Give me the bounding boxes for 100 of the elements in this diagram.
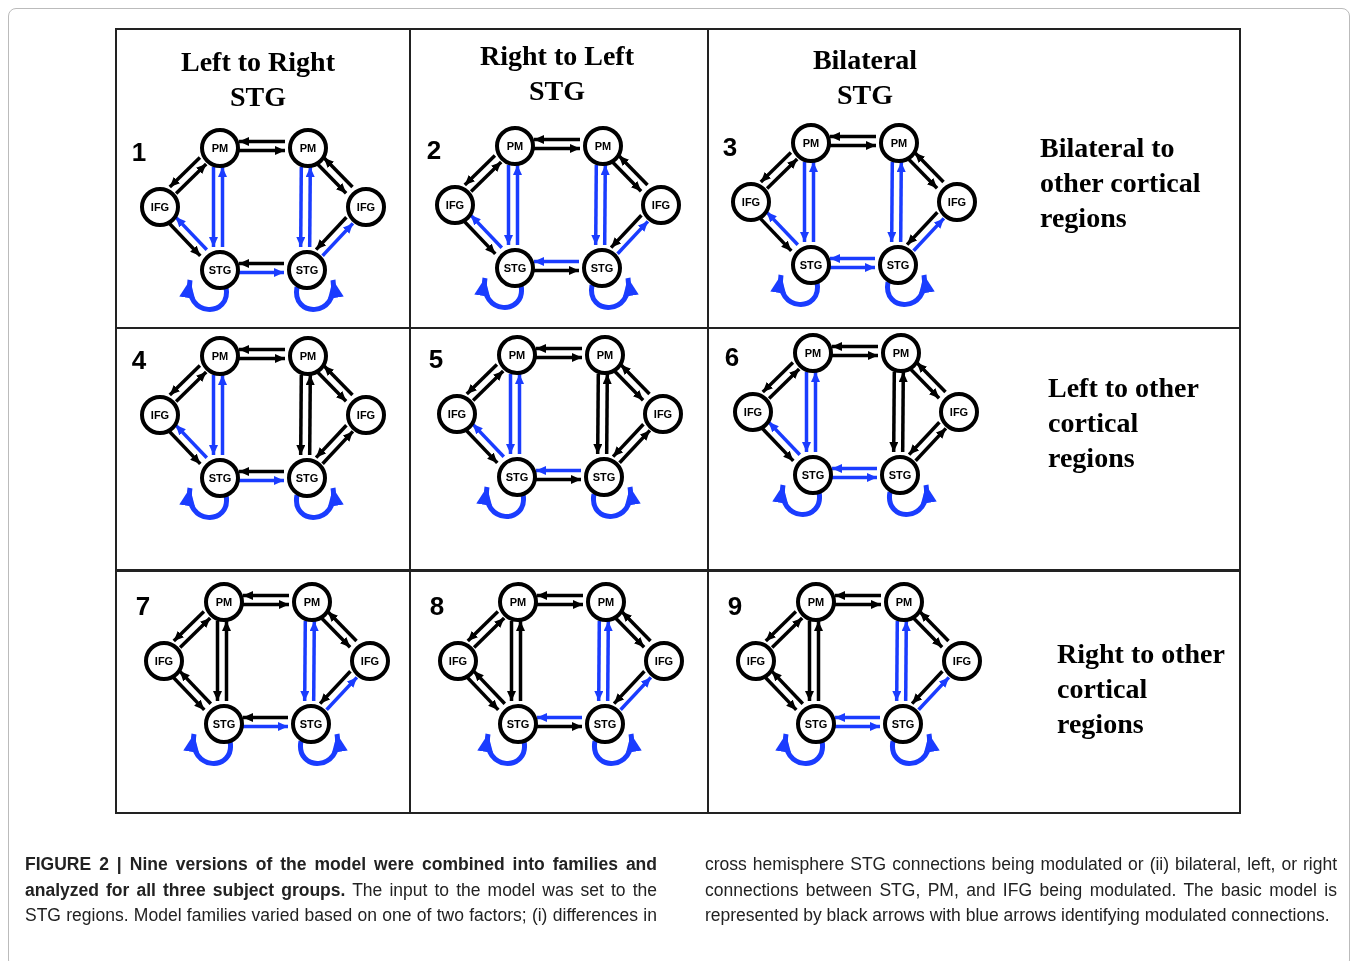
column-header: Left to Right STG <box>180 45 336 114</box>
arrow <box>321 222 355 257</box>
arrow <box>830 141 876 150</box>
arrow <box>905 211 939 246</box>
arrow <box>830 132 876 141</box>
table-cell <box>707 28 1241 329</box>
arrow <box>758 217 793 253</box>
region-circle: STG <box>584 457 624 497</box>
region-circle: STG <box>582 248 622 288</box>
panel-number: 4 <box>131 347 147 373</box>
arrow <box>770 616 804 649</box>
arrow <box>613 369 645 402</box>
arrow <box>321 430 355 465</box>
arrow <box>536 353 582 362</box>
arrow <box>765 210 800 246</box>
region-circle: PM <box>583 126 623 166</box>
loop-arrow <box>885 274 933 307</box>
arrow <box>537 713 582 722</box>
region-circle: PM <box>497 335 537 375</box>
arrow <box>912 616 944 649</box>
loop-arrow <box>774 484 822 517</box>
region-circle: PM <box>200 336 240 376</box>
loop-arrow <box>887 484 935 517</box>
arrow <box>469 213 504 249</box>
arrow <box>811 372 820 452</box>
panel-number: 1 <box>131 139 147 165</box>
loop-arrow <box>476 277 524 310</box>
arrow <box>889 372 899 452</box>
arrow <box>465 676 500 712</box>
panel-number: 6 <box>724 344 740 370</box>
region-circle: STG <box>793 455 833 495</box>
arrow <box>918 610 950 643</box>
region-circle: STG <box>495 248 535 288</box>
region-circle: IFG <box>733 392 773 432</box>
panel-number: 7 <box>135 593 151 619</box>
arrow <box>536 466 581 475</box>
arrow <box>243 713 288 722</box>
arrow <box>537 722 582 731</box>
panel-number: 5 <box>428 346 444 372</box>
arrow <box>767 367 801 400</box>
arrow <box>322 156 354 189</box>
arrow <box>594 621 604 701</box>
arrow <box>619 676 653 711</box>
arrow <box>602 374 612 454</box>
region-circle: STG <box>878 245 918 285</box>
table-cell <box>707 569 1241 814</box>
loop-arrow <box>298 733 346 766</box>
arrow <box>832 464 877 473</box>
arrow <box>218 167 227 247</box>
arrow <box>534 144 580 153</box>
arrow <box>759 151 793 184</box>
arrow <box>174 215 209 251</box>
arrow <box>534 135 580 144</box>
arrow <box>314 424 348 459</box>
region-circle: IFG <box>140 187 180 227</box>
arrow <box>239 146 285 155</box>
arrow <box>222 621 231 701</box>
arrow <box>174 162 208 195</box>
column-header: Right to Left STG <box>479 39 635 108</box>
region-circle: PM <box>793 333 833 373</box>
arrow <box>326 610 358 643</box>
arrow <box>300 621 310 701</box>
arrow <box>800 162 809 242</box>
arrow <box>504 165 513 245</box>
arrow <box>316 370 348 403</box>
arrow <box>764 610 798 643</box>
loop-arrow <box>181 487 229 520</box>
arrow <box>907 157 939 190</box>
region-circle: PM <box>495 126 535 166</box>
region-circle: IFG <box>731 182 771 222</box>
region-circle: IFG <box>438 641 478 681</box>
region-circle: STG <box>883 704 923 744</box>
panel-number: 8 <box>429 593 445 619</box>
arrow <box>915 361 947 394</box>
region-circle: IFG <box>437 394 477 434</box>
arrow <box>296 375 306 455</box>
region-circle: PM <box>292 582 332 622</box>
region-circle: IFG <box>435 185 475 225</box>
arrow <box>537 591 583 600</box>
arrow <box>506 374 515 454</box>
arrow <box>614 616 646 649</box>
arrow <box>832 351 878 360</box>
arrow <box>600 165 610 245</box>
arrow <box>534 266 579 275</box>
arrow <box>243 722 288 731</box>
arrow <box>316 162 348 195</box>
region-circle: PM <box>288 128 328 168</box>
arrow <box>167 222 202 258</box>
arrow <box>609 214 643 249</box>
region-circle: STG <box>791 245 831 285</box>
arrow <box>507 621 516 701</box>
region-circle: IFG <box>644 641 684 681</box>
arrow <box>805 621 814 701</box>
arrow <box>309 621 319 701</box>
region-circle: STG <box>291 704 331 744</box>
region-circle: STG <box>796 704 836 744</box>
arrow <box>618 429 652 464</box>
arrow <box>914 427 948 462</box>
region-circle: PM <box>288 336 328 376</box>
arrow <box>536 344 582 353</box>
